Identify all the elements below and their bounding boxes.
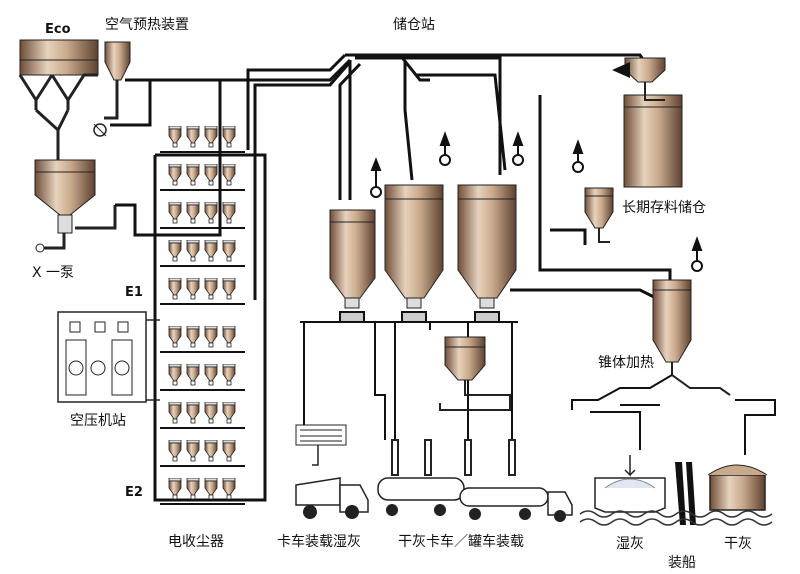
dry-ash-ship <box>707 464 768 511</box>
compressor-station <box>57 311 160 403</box>
cone-heating-silo <box>652 279 731 396</box>
truck-wet-ash-label: 卡车装载湿灰 <box>277 534 361 550</box>
ship-loading-label: 装船 <box>668 555 696 571</box>
tanker-trucks <box>377 477 573 522</box>
dry-ash-label: 干灰 <box>724 536 752 552</box>
precipitator-label: 电收尘器 <box>168 534 224 550</box>
x-pump-vessel <box>34 130 96 253</box>
eco-hoppers <box>18 39 99 132</box>
water-waves <box>579 510 773 526</box>
cone-heating-label: 锥体加热 <box>598 355 654 371</box>
wet-ash-mixer <box>295 424 347 466</box>
e1-label: E1 <box>125 285 143 300</box>
storage-station-label: 储仓站 <box>393 17 435 33</box>
wet-ash-ship <box>594 455 666 513</box>
storage-silo-2 <box>384 184 444 309</box>
ship-loader-tower <box>675 462 696 525</box>
silo-vent-fans <box>370 131 703 272</box>
wet-ash-label: 湿灰 <box>616 536 644 552</box>
conveying-pipes <box>110 53 672 502</box>
compressor-station-label: 空压机站 <box>70 413 126 429</box>
eco-label: Eco <box>45 22 71 37</box>
loading-spouts <box>391 439 516 476</box>
intermediate-hopper <box>439 336 511 411</box>
small-feed-silo <box>584 187 614 243</box>
x-pump-label: X 一泵 <box>32 265 75 281</box>
e2-label: E2 <box>125 485 143 500</box>
storage-silo-3 <box>457 184 517 309</box>
dry-ash-truck-label: 干灰卡车／罐车装载 <box>398 534 524 550</box>
long-term-silo-label: 长期存料储仓 <box>622 200 706 216</box>
dump-truck <box>295 477 369 519</box>
long-term-silo <box>612 57 683 188</box>
air-preheater-hopper <box>104 41 131 120</box>
storage-silo-1 <box>329 209 376 309</box>
air-preheater-label: 空气预热装置 <box>105 17 189 33</box>
